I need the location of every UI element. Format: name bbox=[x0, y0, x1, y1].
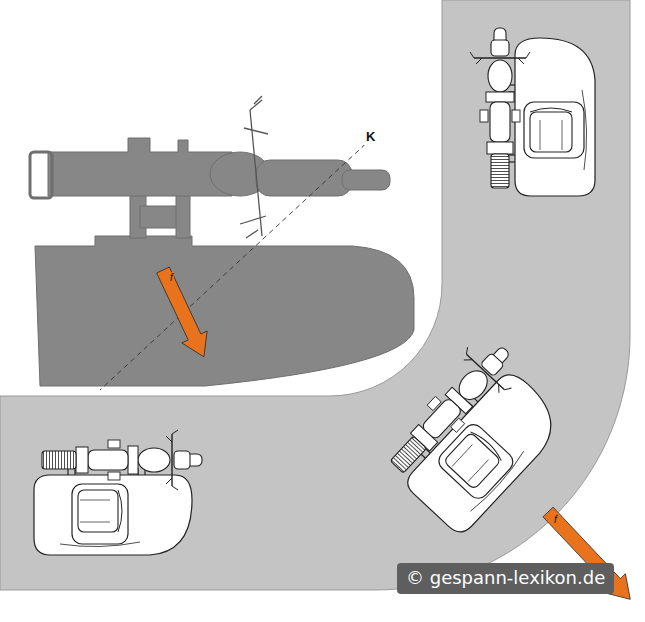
tilt-axis bbox=[100, 138, 372, 390]
sidecar-rig bbox=[470, 28, 595, 196]
axis-label: K bbox=[364, 130, 377, 145]
sidecar-rig bbox=[369, 330, 575, 538]
force-label: f bbox=[169, 272, 174, 284]
luggage-rack bbox=[30, 152, 52, 198]
watermark: © gespann-lexikon.de bbox=[397, 563, 614, 594]
sidecar-silhouette bbox=[35, 138, 414, 386]
sidecar-rig bbox=[34, 430, 202, 555]
road bbox=[0, 0, 630, 590]
force-label: f bbox=[553, 514, 558, 526]
handlebar bbox=[240, 96, 268, 238]
force-arrow bbox=[150, 264, 216, 363]
